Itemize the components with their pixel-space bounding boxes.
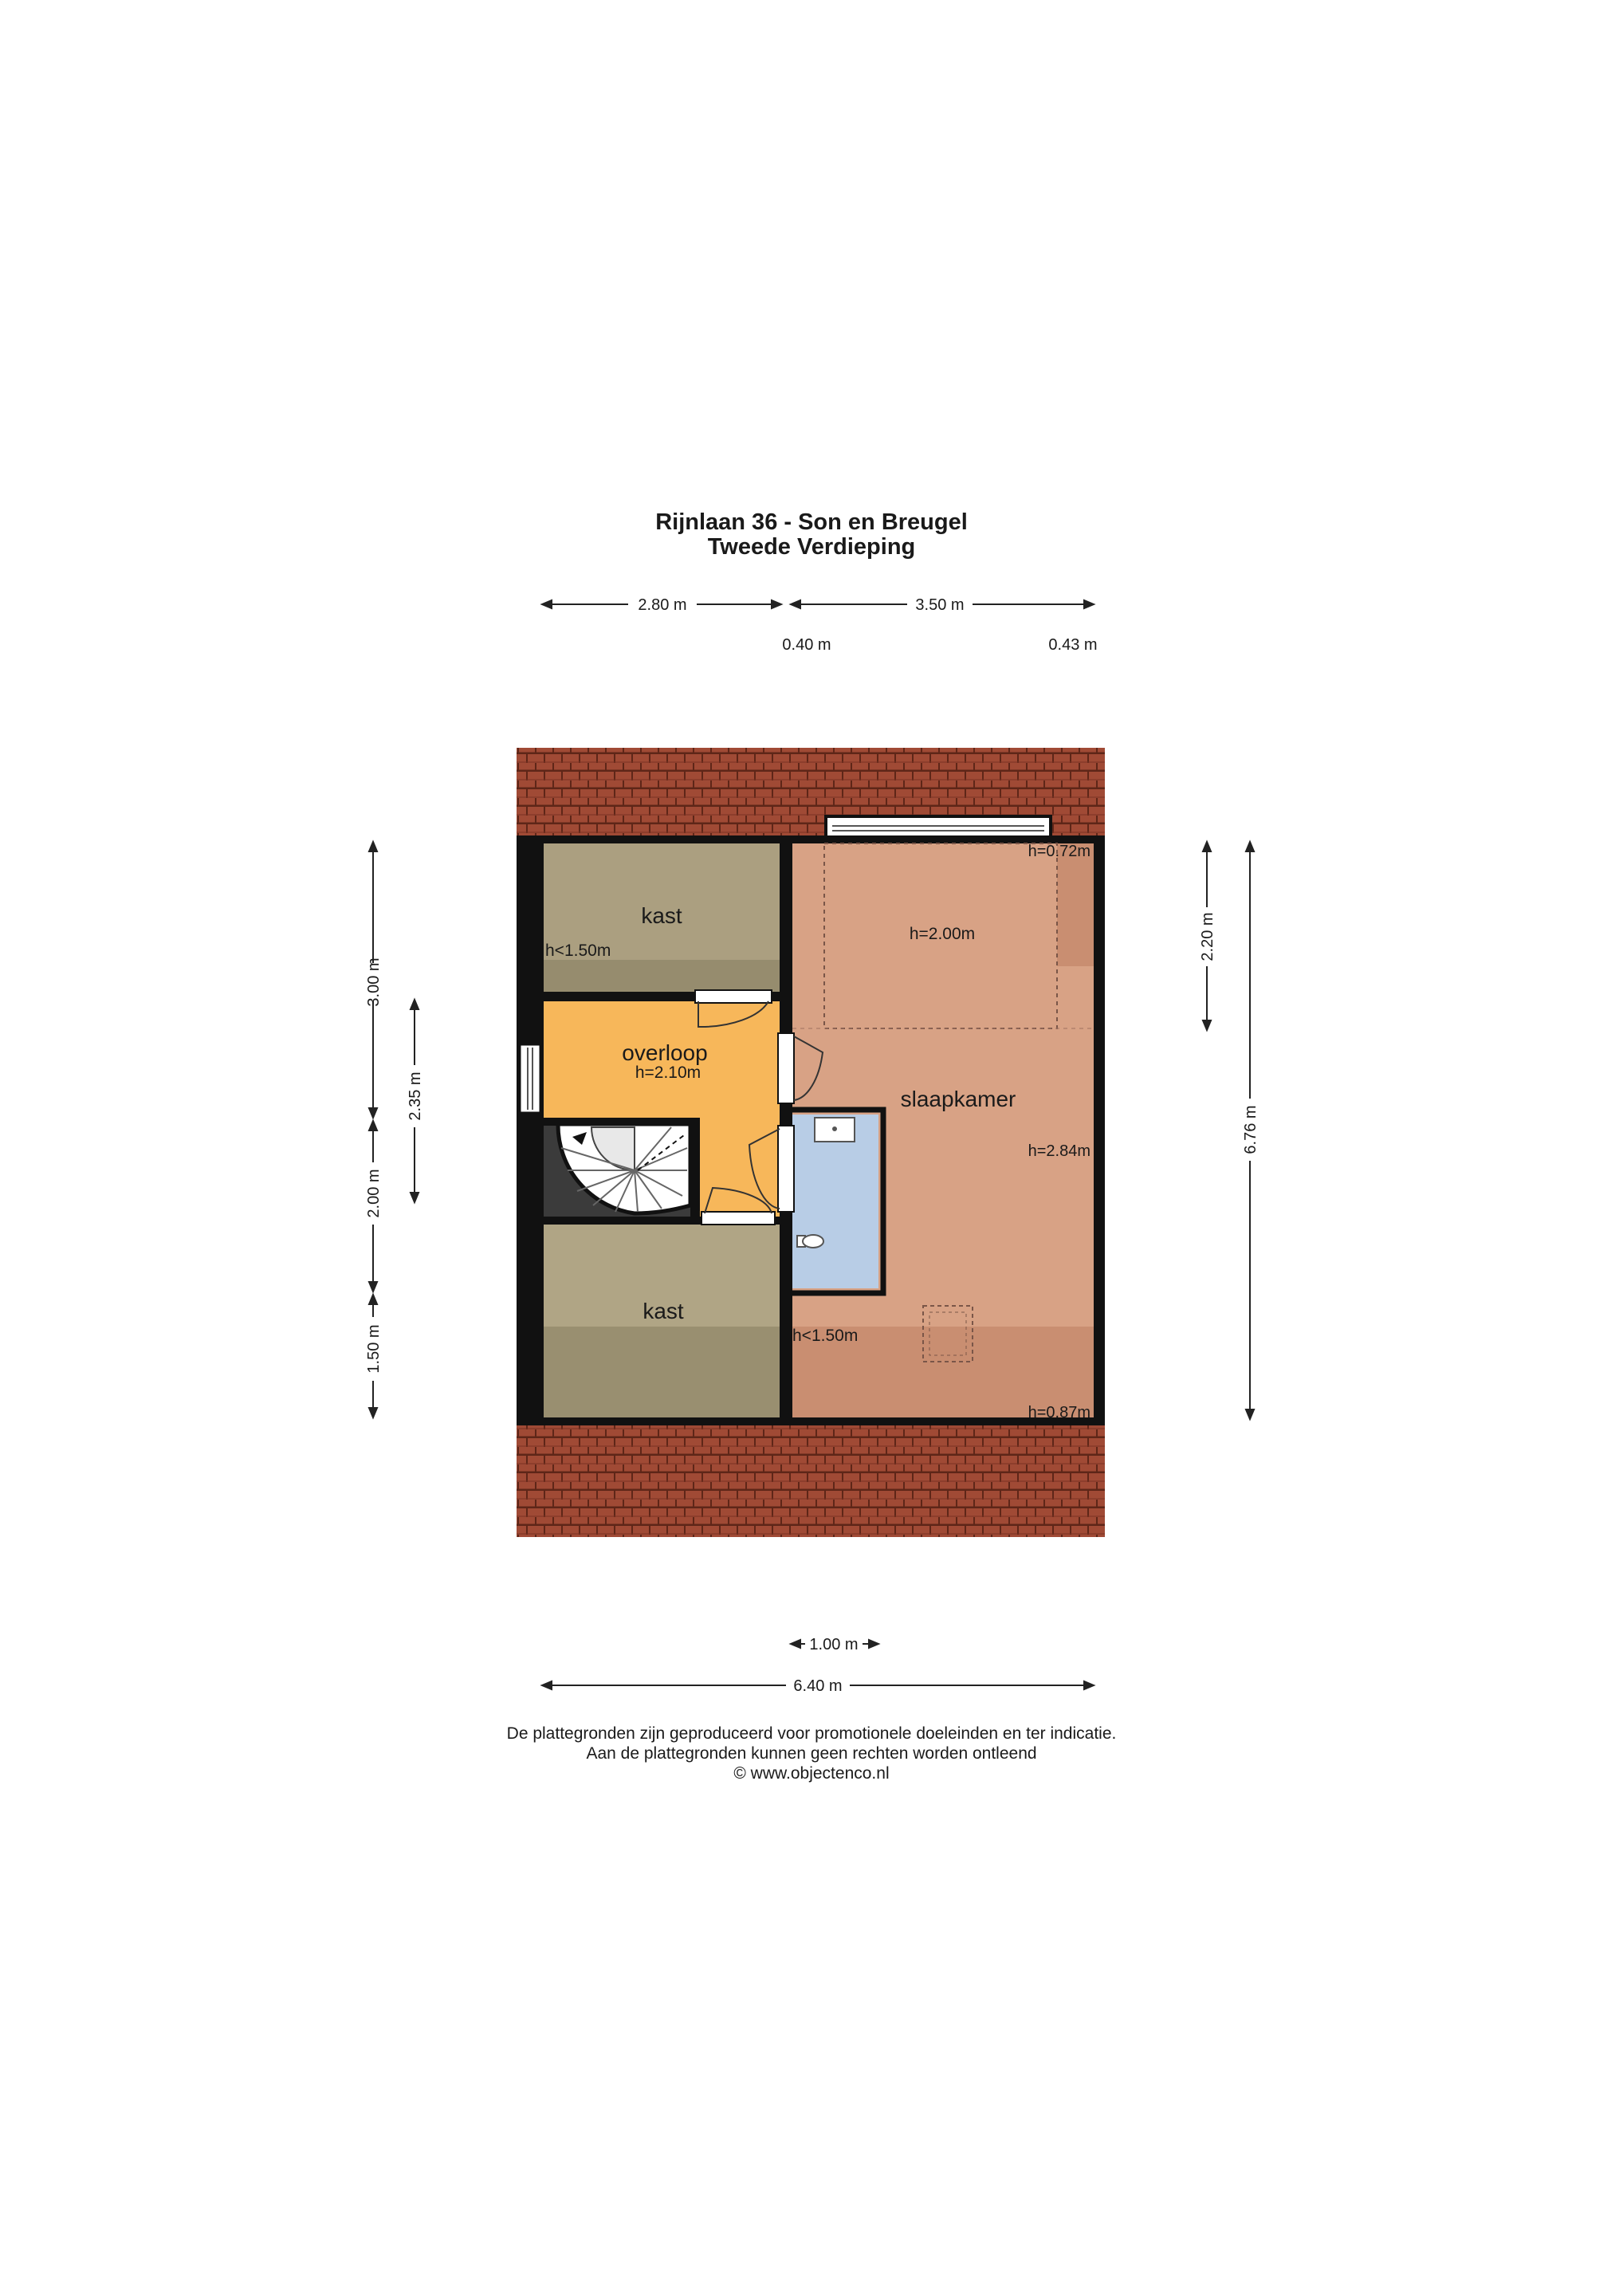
dim-left-inner: 2.35 m <box>407 1071 424 1120</box>
height-label-slaapkamer-low: h<1.50m <box>792 1327 858 1345</box>
dormer-outline <box>823 843 1058 1029</box>
page-title: Rijnlaan 36 - Son en Breugel <box>655 509 968 535</box>
room-label-kast-bottom: kast <box>643 1299 684 1323</box>
dim-top-right: 3.50 m <box>915 596 964 614</box>
disclaimer-line-2: Aan de plattegronden kunnen geen rechten… <box>586 1744 1037 1763</box>
dim-bottom-total: 6.40 m <box>793 1677 842 1695</box>
height-label-kast-top: h<1.50m <box>545 942 611 960</box>
kast-top-floor <box>544 843 780 960</box>
door-kast-top[interactable] <box>694 989 772 1028</box>
dormer-side-zone <box>1057 843 1094 966</box>
wall-stair-right <box>690 1118 700 1223</box>
kast-bottom-low-zone <box>544 1327 780 1417</box>
room-label-kast-top: kast <box>641 903 682 928</box>
dim-right-outer: 6.76 m <box>1242 1105 1259 1154</box>
dim-top-left: 2.80 m <box>638 596 686 614</box>
door-kast-bottom[interactable] <box>701 1186 776 1225</box>
dim-left-lower: 1.50 m <box>365 1324 383 1373</box>
title-block: Rijnlaan 36 - Son en Breugel Tweede Verd… <box>0 510 1623 560</box>
dim-offset-left: 0.40 m <box>782 636 831 654</box>
dim-bottom-small: 1.00 m <box>809 1636 858 1653</box>
height-label-dormer: h=2.00m <box>910 925 975 943</box>
height-label-overloop: h=2.10m <box>635 1063 701 1082</box>
dim-right-inner: 2.20 m <box>1199 912 1216 961</box>
roof-tiles-bottom <box>517 1424 1105 1537</box>
height-label-slaapkamer: h=2.84m <box>1028 1142 1091 1160</box>
toilet-icon <box>796 1234 824 1248</box>
door-bathroom[interactable] <box>748 1125 795 1213</box>
bathroom-floor <box>792 1115 878 1288</box>
wall-kast-bottom-top <box>532 1217 792 1225</box>
overloop-floor <box>544 1001 780 1124</box>
window-overloop <box>518 1043 542 1115</box>
copyright-link[interactable]: © www.objectenco.nl <box>733 1764 890 1783</box>
slaapkamer-low-zone <box>792 1327 1094 1417</box>
height-label-slaapkamer-bottom: h=0.87m <box>1028 1404 1091 1421</box>
attic-hatch <box>922 1305 973 1362</box>
room-label-slaapkamer: slaapkamer <box>901 1087 1016 1111</box>
dim-left-middle: 2.00 m <box>365 1169 383 1217</box>
kast-top-low-zone <box>544 960 780 992</box>
kast-bottom-floor <box>544 1223 780 1327</box>
wall-stair-top <box>544 1118 700 1126</box>
disclaimer: De plattegronden zijn geproduceerd voor … <box>0 1724 1623 1783</box>
page-subtitle: Tweede Verdieping <box>707 534 916 560</box>
dim-left-upper: 3.00 m <box>365 957 383 1006</box>
stair <box>556 1122 693 1216</box>
height-label-dormer-top: h=0.72m <box>1028 843 1091 860</box>
dim-offset-right: 0.43 m <box>1048 636 1097 654</box>
disclaimer-line-1: De plattegronden zijn geproduceerd voor … <box>506 1724 1117 1743</box>
door-slaapkamer[interactable] <box>777 1032 824 1104</box>
room-label-overloop: overloop <box>622 1040 707 1065</box>
